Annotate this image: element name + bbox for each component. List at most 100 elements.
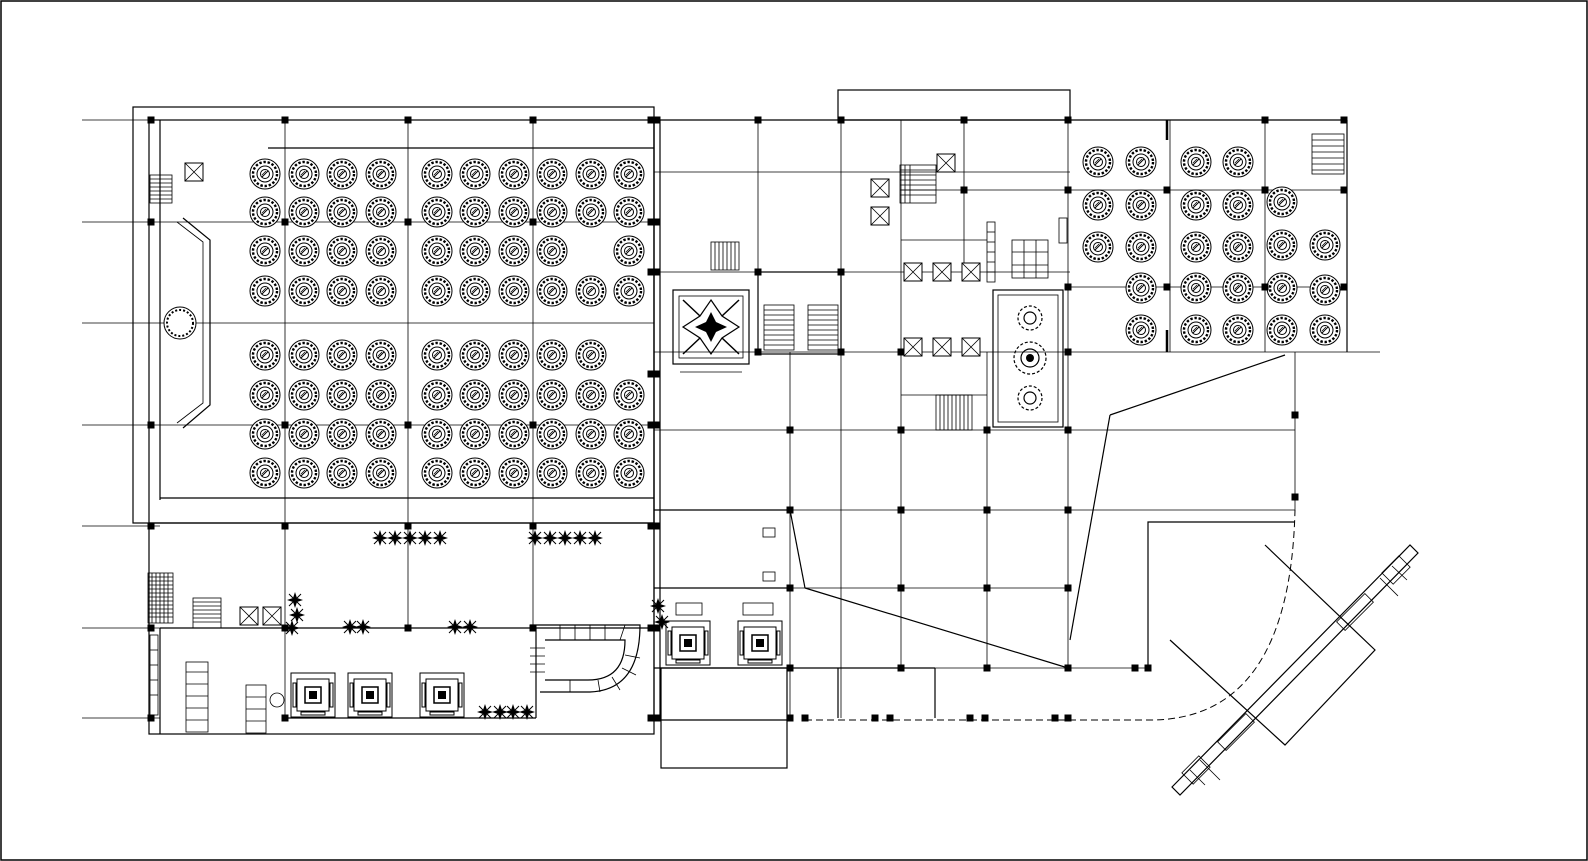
banquet-table — [612, 157, 646, 191]
banquet-table — [420, 378, 454, 412]
structural-column — [147, 116, 155, 124]
structural-column — [837, 116, 845, 124]
banquet-table — [248, 274, 282, 308]
banquet-table — [325, 234, 359, 268]
banquet-table — [497, 456, 531, 490]
banquet-table — [248, 456, 282, 490]
structural-column — [653, 218, 661, 226]
structural-column — [1131, 664, 1139, 672]
dining-table — [1221, 271, 1255, 305]
planter — [354, 618, 372, 636]
dining-table — [1221, 145, 1255, 179]
banquet-table — [458, 157, 492, 191]
seating-strip — [986, 217, 1068, 283]
planter — [416, 529, 434, 547]
structural-column — [404, 522, 412, 530]
banquet-table — [535, 378, 569, 412]
banquet-table — [574, 157, 608, 191]
banquet-table — [287, 338, 321, 372]
lounge-sofas — [290, 672, 465, 718]
banquet-table — [497, 417, 531, 451]
structural-column — [1064, 584, 1072, 592]
banquet-table — [612, 456, 646, 490]
banquet-table — [287, 456, 321, 490]
structural-column — [960, 116, 968, 124]
planter — [476, 703, 494, 721]
structural-column — [404, 116, 412, 124]
banquet-table — [574, 338, 608, 372]
banquet-table — [458, 234, 492, 268]
banquet-table — [325, 195, 359, 229]
structural-column — [647, 714, 655, 722]
structural-column — [653, 370, 661, 378]
dining-table — [1221, 230, 1255, 264]
structural-column — [529, 522, 537, 530]
planter — [286, 591, 304, 609]
structural-column — [653, 624, 661, 632]
banquet-table — [420, 338, 454, 372]
planter — [518, 703, 536, 721]
structural-column — [786, 714, 794, 722]
structural-columns — [147, 116, 1348, 722]
structural-column — [897, 348, 905, 356]
structural-column — [1064, 116, 1072, 124]
banquet-table — [248, 195, 282, 229]
banquet-table — [287, 274, 321, 308]
dining-table — [1221, 188, 1255, 222]
banquet-table — [458, 456, 492, 490]
banquet-table — [497, 274, 531, 308]
structural-column — [786, 664, 794, 672]
banquet-table — [535, 417, 569, 451]
banquet-table — [458, 274, 492, 308]
structural-column — [1064, 506, 1072, 514]
structural-column — [801, 714, 809, 722]
structural-column — [1291, 493, 1299, 501]
structural-column — [1144, 664, 1152, 672]
banquet-table — [458, 378, 492, 412]
structural-column — [754, 268, 762, 276]
structural-column — [653, 268, 661, 276]
structural-column — [529, 421, 537, 429]
structural-column — [983, 584, 991, 592]
banquet-table — [420, 157, 454, 191]
banquet-table — [248, 157, 282, 191]
banquet-table — [574, 417, 608, 451]
banquet-table — [458, 338, 492, 372]
planter — [288, 606, 306, 624]
banquet-table — [364, 456, 398, 490]
structural-column — [837, 348, 845, 356]
banquet-table — [325, 378, 359, 412]
entrance-canopy — [1169, 544, 1419, 796]
banquet-table — [287, 195, 321, 229]
structural-column — [1064, 283, 1072, 291]
banquet-table — [287, 157, 321, 191]
stair-left-lower — [147, 572, 222, 629]
banquet-table — [325, 417, 359, 451]
structural-column — [281, 116, 289, 124]
structural-column — [653, 421, 661, 429]
structural-column — [647, 268, 655, 276]
stair-curved — [530, 624, 641, 693]
structural-column — [983, 426, 991, 434]
dining-table — [1308, 313, 1342, 347]
structural-column — [281, 421, 289, 429]
structural-column — [653, 714, 661, 722]
sofa-group — [419, 672, 465, 718]
banquet-table — [574, 456, 608, 490]
banquet-table — [574, 195, 608, 229]
banquet-table — [248, 417, 282, 451]
structural-column — [897, 664, 905, 672]
structural-column — [647, 421, 655, 429]
structural-column — [647, 522, 655, 530]
structural-column — [897, 584, 905, 592]
sofa-group — [347, 672, 393, 718]
banquet-table — [458, 417, 492, 451]
dining-table — [1221, 313, 1255, 347]
structural-column — [404, 624, 412, 632]
dining-table — [1124, 230, 1158, 264]
dining-table — [1179, 271, 1213, 305]
banquet-table — [287, 417, 321, 451]
structural-column — [886, 714, 894, 722]
structural-column — [281, 218, 289, 226]
